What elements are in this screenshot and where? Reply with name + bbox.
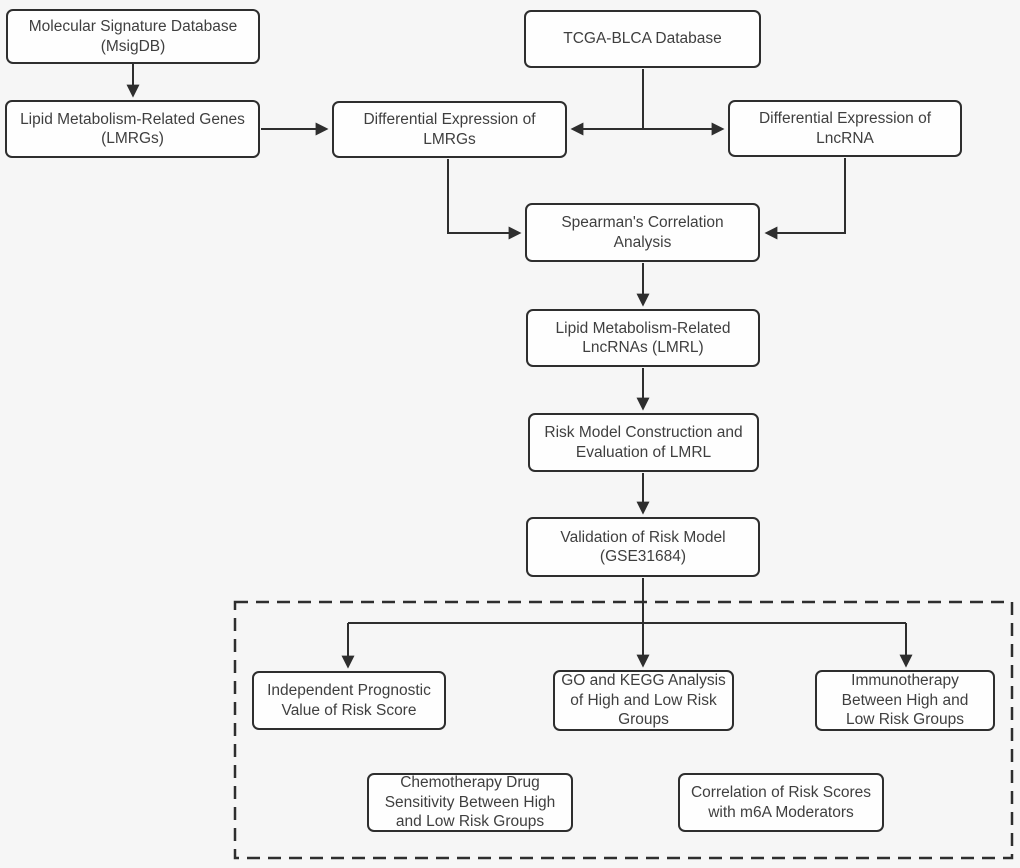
node-validation-risk-model-label: Validation of Risk Model (GSE31684) [560,528,726,566]
node-risk-model-construction-label: Risk Model Construction and Evaluation o… [544,424,743,461]
node-independent-prognostic-value-label: Independent Prognostic Value of Risk Sco… [267,682,431,719]
validation-analyses-group-border [233,600,1014,860]
node-immunotherapy-label: Immunotherapy Between High and Low Risk … [841,672,969,729]
node-immunotherapy: Immunotherapy Between High and Low Risk … [815,670,995,731]
node-differential-expression-lncrna: Differential Expression of LncRNA [728,100,962,157]
node-m6a-correlation: Correlation of Risk Scores with m6A Mode… [678,773,884,832]
node-spearman-correlation: Spearman's Correlation Analysis [525,203,760,262]
arrow-diff-lncrna-to-spearman [764,158,846,240]
node-lmrl: Lipid Metabolism-Related LncRNAs (LMRL) [526,309,760,367]
node-chemotherapy-drug-sensitivity-label: Chemotherapy Drug Sensitivity Between Hi… [384,774,556,831]
node-lmrgs-label: Lipid Metabolism-Related Genes (LMRGs) [20,110,245,148]
node-tcga-blca-database-label: TCGA-BLCA Database [563,30,722,48]
arrow-diff-lmrgs-to-spearman [447,159,522,240]
node-risk-model-construction: Risk Model Construction and Evaluation o… [528,413,759,472]
node-differential-expression-lmrgs: Differential Expression of LMRGs [332,101,567,158]
node-differential-expression-lncrna-label: Differential Expression of LncRNA [758,110,932,147]
node-lmrl-label: Lipid Metabolism-Related LncRNAs (LMRL) [555,319,731,357]
node-differential-expression-lmrgs-label: Differential Expression of LMRGs [363,111,536,148]
node-msigdb-label: Molecular Signature Database (MsigDB) [28,18,238,55]
node-m6a-correlation-label: Correlation of Risk Scores with m6A Mode… [690,784,872,821]
node-lmrgs: Lipid Metabolism-Related Genes (LMRGs) [5,100,260,158]
node-validation-risk-model: Validation of Risk Model (GSE31684) [526,517,760,577]
node-independent-prognostic-value: Independent Prognostic Value of Risk Sco… [252,671,446,730]
node-chemotherapy-drug-sensitivity: Chemotherapy Drug Sensitivity Between Hi… [367,773,573,832]
node-go-kegg-analysis-label: GO and KEGG Analysis of High and Low Ris… [561,672,726,729]
node-go-kegg-analysis: GO and KEGG Analysis of High and Low Ris… [553,670,734,731]
node-tcga-blca-database: TCGA-BLCA Database [524,10,761,68]
node-msigdb: Molecular Signature Database (MsigDB) [6,9,260,64]
node-spearman-correlation-label: Spearman's Correlation Analysis [561,214,724,251]
